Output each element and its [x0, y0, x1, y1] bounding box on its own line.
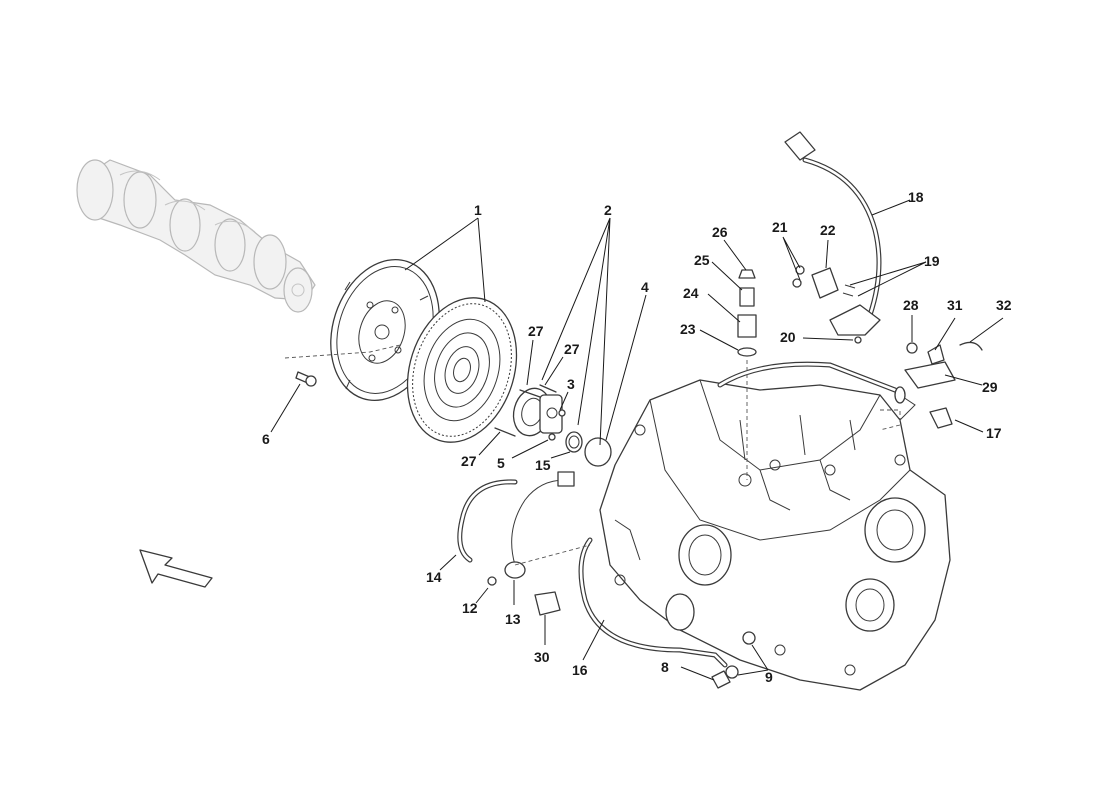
callout-labels: 1 2 3 4 5 6 8 9 12 13 14 15 16 17 18 19 …: [262, 189, 1012, 685]
leader-lines: [270, 199, 1004, 681]
callout-18: 18: [908, 189, 924, 205]
callout-20: 20: [780, 329, 796, 345]
speed-sensor: [929, 407, 953, 429]
callout-8: 8: [661, 659, 669, 675]
callout-27-top: 27: [528, 323, 544, 339]
arrow-icon: [139, 549, 213, 588]
callout-28: 28: [903, 297, 919, 313]
callout-32: 32: [996, 297, 1012, 313]
callout-17: 17: [986, 425, 1002, 441]
callout-16: 16: [572, 662, 588, 678]
callout-13: 13: [505, 611, 521, 627]
callout-14: 14: [426, 569, 442, 585]
callout-27-mid: 27: [564, 341, 580, 357]
callout-1: 1: [474, 202, 482, 218]
callout-21: 21: [772, 219, 788, 235]
callout-25: 25: [694, 252, 710, 268]
callout-6: 6: [262, 431, 270, 447]
callout-24: 24: [683, 285, 699, 301]
small-hardware: [295, 371, 612, 467]
callout-4: 4: [641, 279, 649, 295]
callout-15: 15: [535, 457, 551, 473]
callout-3: 3: [567, 376, 575, 392]
bearing-icon: [512, 387, 563, 437]
callout-9: 9: [765, 669, 773, 685]
callout-29: 29: [982, 379, 998, 395]
callout-30: 30: [534, 649, 550, 665]
bracket-assembly: [904, 341, 983, 389]
oil-pipe: [578, 537, 756, 689]
sensor-plate: [792, 265, 862, 344]
crankshaft-icon: [76, 159, 316, 313]
callout-27-bottom: 27: [461, 453, 477, 469]
callout-2: 2: [604, 202, 612, 218]
vent-valve-stack: [737, 269, 757, 480]
harness-lower: [457, 471, 575, 616]
callout-22: 22: [820, 222, 836, 238]
housing-icon: [599, 379, 951, 691]
vent-hose: [717, 361, 906, 404]
callout-26: 26: [712, 224, 728, 240]
assembly-lines: [284, 344, 901, 566]
callout-19: 19: [924, 253, 940, 269]
callout-23: 23: [680, 321, 696, 337]
callout-31: 31: [947, 297, 963, 313]
callout-5: 5: [497, 455, 505, 471]
callout-12: 12: [462, 600, 478, 616]
